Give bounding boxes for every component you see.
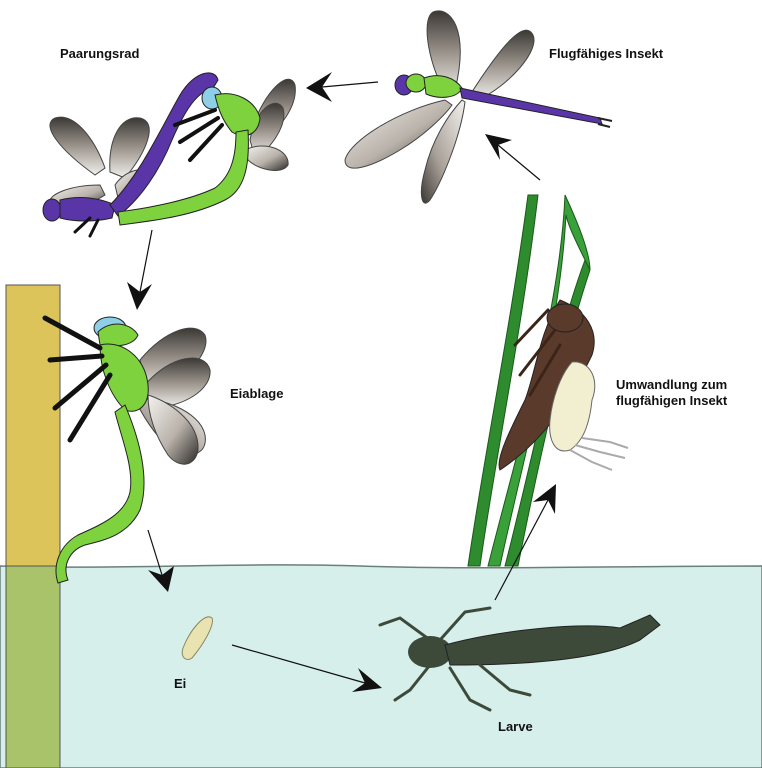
label-egg-laying: Eiablage bbox=[230, 386, 283, 402]
adult-dragonfly bbox=[345, 11, 612, 203]
label-transformation: Umwandlung zum flugfähigen Insekt bbox=[616, 377, 756, 409]
label-adult: Flugfähiges Insekt bbox=[549, 46, 663, 62]
label-egg: Ei bbox=[174, 676, 186, 692]
mating-wheel-dragonflies bbox=[43, 73, 295, 236]
label-mating: Paarungsrad bbox=[60, 46, 139, 62]
label-transformation-line1: Umwandlung zum bbox=[616, 377, 756, 393]
egg-laying-dragonfly bbox=[45, 317, 210, 583]
water-area bbox=[0, 565, 762, 768]
post-below-water bbox=[6, 566, 60, 768]
label-larva: Larve bbox=[498, 719, 533, 735]
post-above-water bbox=[6, 285, 60, 567]
label-transformation-line2: flugfähigen Insekt bbox=[616, 393, 756, 409]
